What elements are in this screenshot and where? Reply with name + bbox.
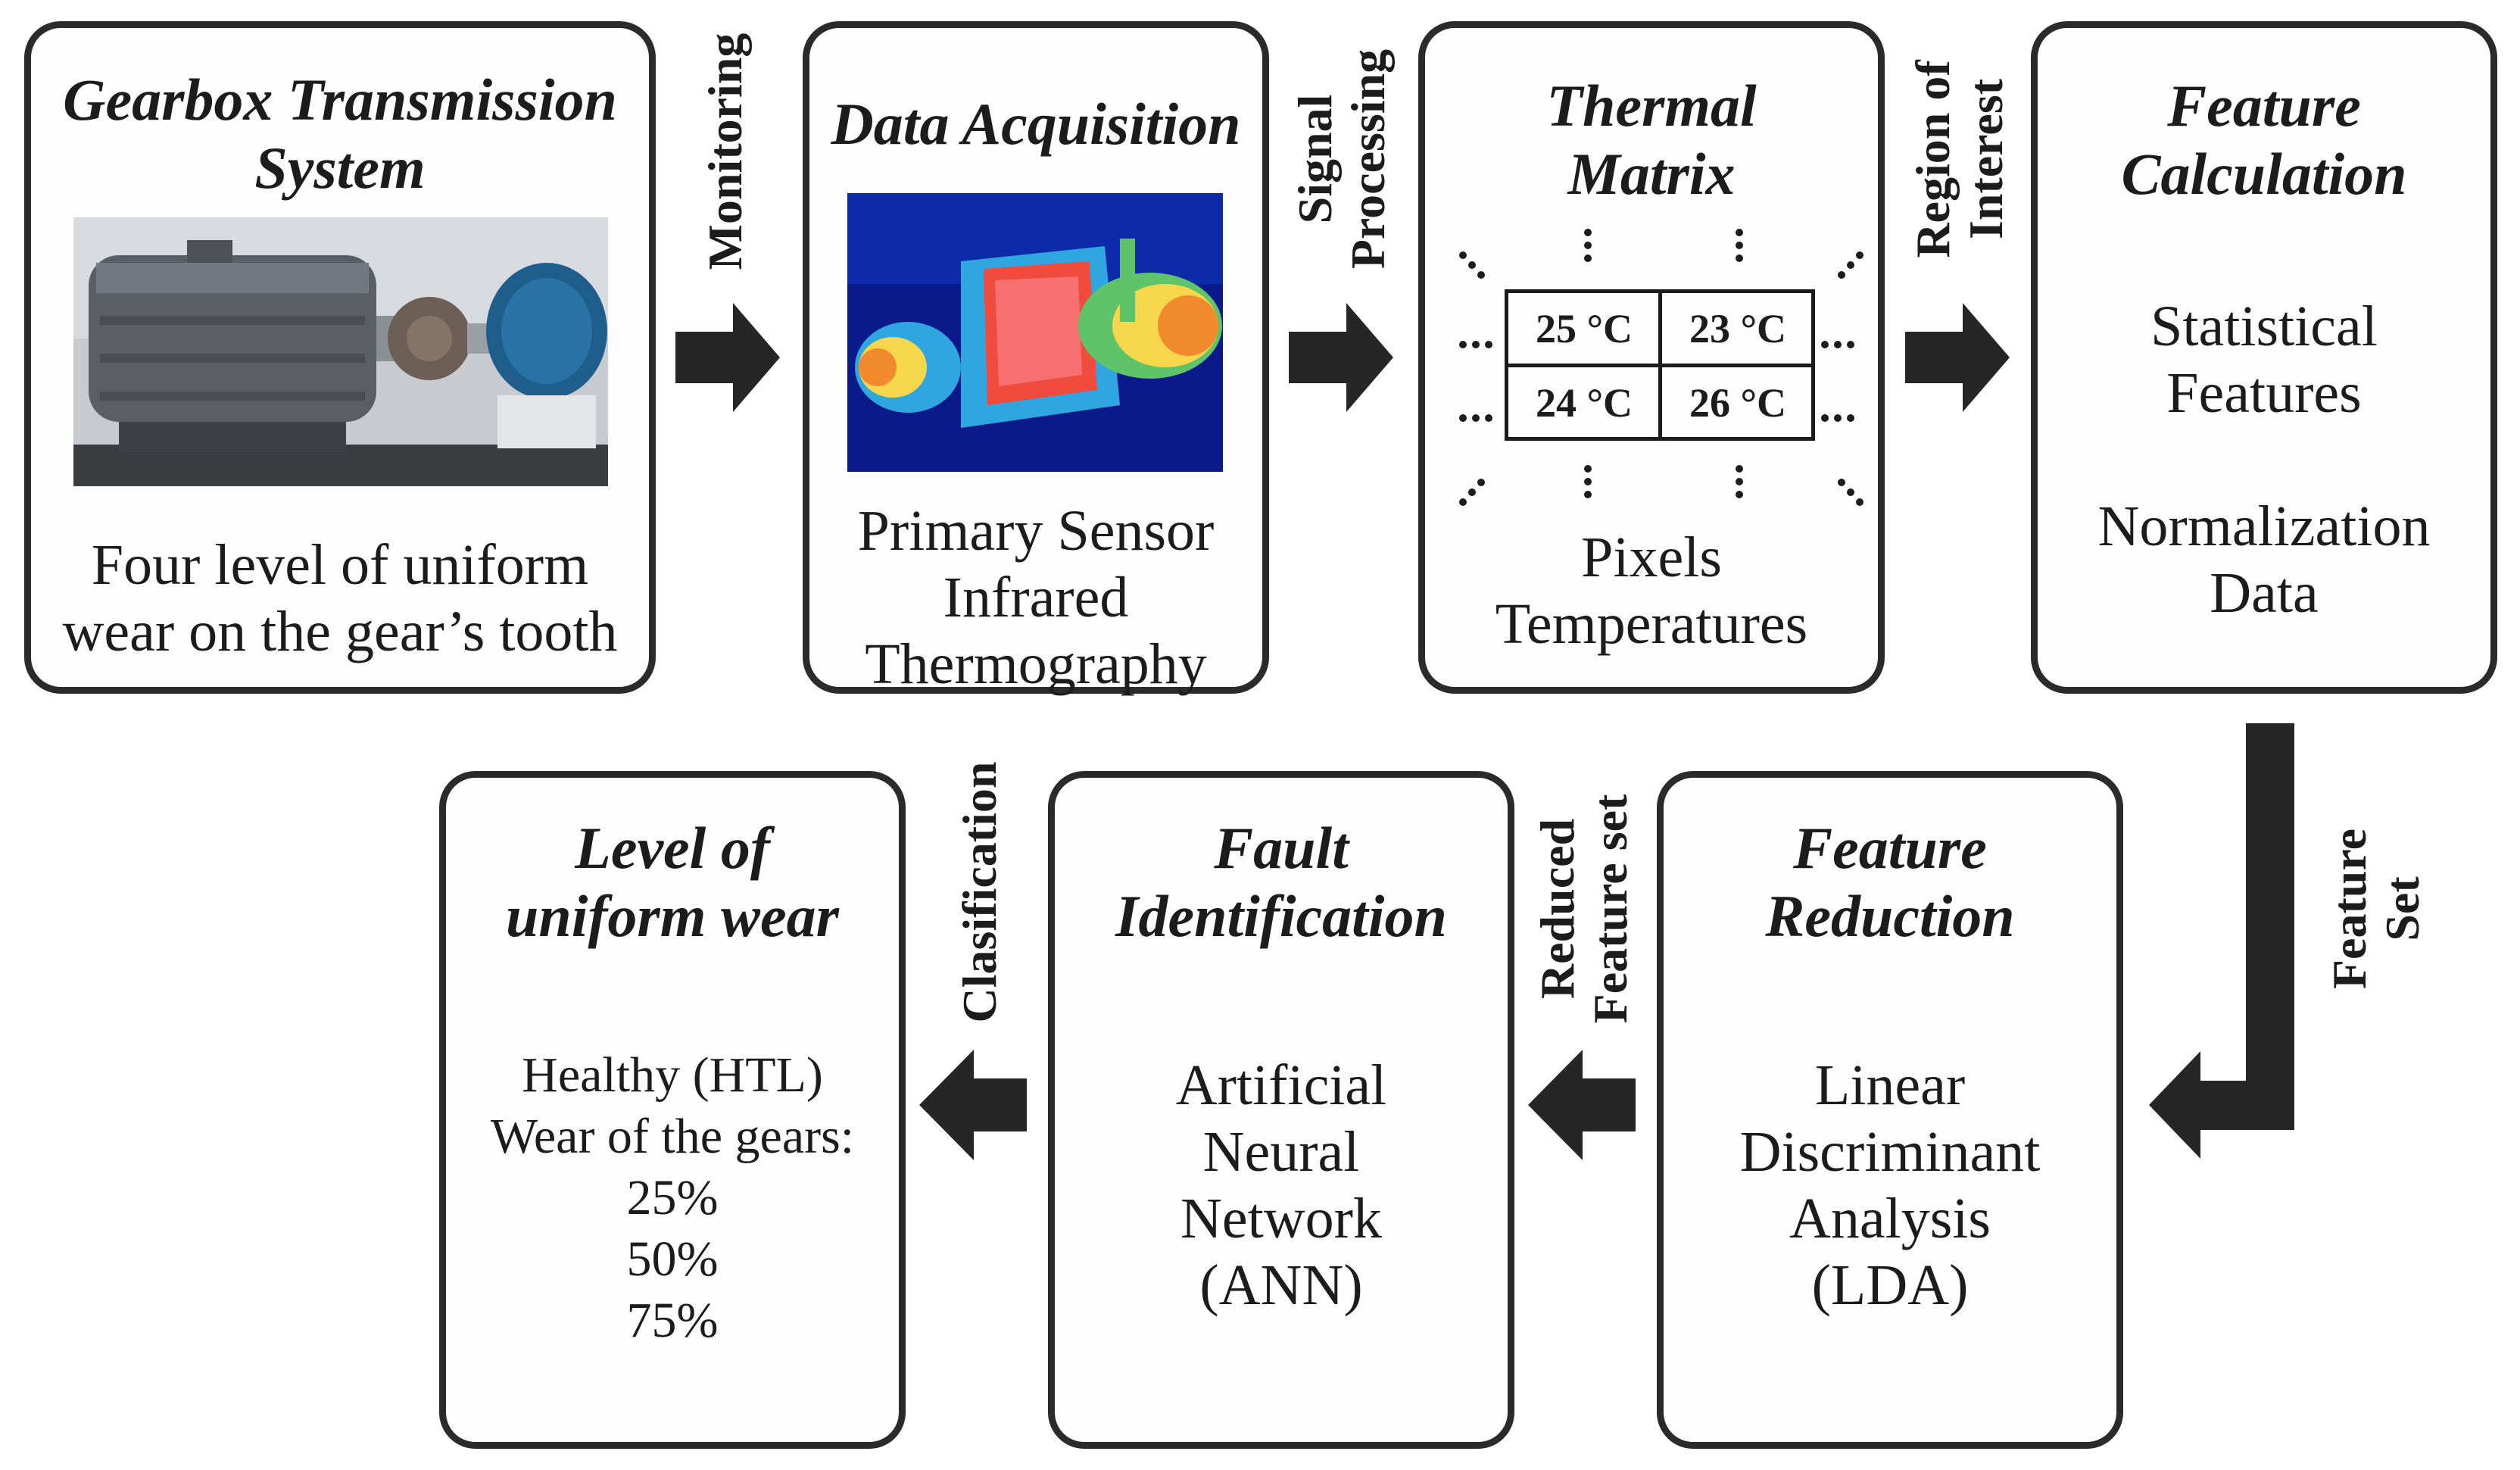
feature-calc-title-line-1: Feature (2167, 73, 2361, 139)
feature-set-label-line-1: Feature (2322, 828, 2376, 990)
motor-gearbox-photo-icon (73, 217, 608, 486)
matrix-cell: 23 °C (1689, 306, 1787, 351)
wear-desc-line-5: 75% (626, 1293, 719, 1348)
matrix-cell: 24 °C (1535, 380, 1633, 426)
monitoring-label: Monitoring (698, 33, 752, 270)
reduction-desc-line-2: Discriminant (1739, 1120, 2041, 1184)
wear-desc-line-2: Wear of the gears: (490, 1109, 855, 1164)
acquisition-desc-line-1: Primary Sensor (857, 499, 1215, 563)
fault-desc-line-3: Network (1180, 1187, 1382, 1250)
roi-label-line-2: Interest (1959, 78, 2013, 240)
fault-identification-box: Fault Identification Artificial Neural N… (1048, 771, 1514, 1449)
feature-set-label-line-2: Set (2375, 876, 2429, 941)
fault-desc-line-4: (ANN) (1199, 1253, 1363, 1317)
fault-desc-line-2: Neural (1202, 1120, 1360, 1184)
feature-reduction-description: Linear Discriminant Analysis (LDA) (1664, 1052, 2116, 1319)
reduced-label-line-1: Reduced (1530, 818, 1584, 1000)
thermal-title-line-1: Thermal (1546, 73, 1757, 139)
l-shaped-arrow-icon (2149, 723, 2294, 1159)
wear-title-line-1: Level of (575, 815, 770, 881)
feature-calculation-description: Statistical Features Normalization Data (2038, 293, 2490, 626)
right-arrow-icon (675, 303, 780, 412)
data-acquisition-box: Data Acquisition Primary Sensor Infrared… (803, 21, 1269, 696)
wear-desc-line-3: 25% (626, 1170, 719, 1225)
wear-desc-line-1: Healthy (HTL) (522, 1047, 823, 1103)
data-acquisition-title: Data Acquisition (809, 90, 1262, 158)
thermal-title-line-2: Matrix (1567, 141, 1736, 207)
matrix-cell: 26 °C (1689, 380, 1787, 426)
left-arrow-icon (919, 1050, 1027, 1160)
feature-calc-desc-line-2: Features (2166, 361, 2362, 425)
reduction-title-line-1: Feature (1793, 815, 1987, 881)
wear-desc-line-4: 50% (626, 1231, 719, 1287)
feature-calc-title-line-2: Calculation (2121, 141, 2407, 207)
gearbox-desc-line-2: wear on the gear’s tooth (62, 600, 618, 663)
acquisition-desc-line-3: Thermography (865, 632, 1207, 696)
wear-level-box: Level of uniform wear Healthy (HTL) Wear… (439, 771, 906, 1449)
feature-set-label: Feature Set (2322, 828, 2429, 990)
region-of-interest-label: Region of Interest (1906, 60, 2013, 258)
fault-title-line-2: Identification (1115, 883, 1447, 949)
reduction-title-line-2: Reduction (1765, 883, 2015, 949)
gearbox-title: Gearbox Transmission System (31, 66, 649, 202)
clasification-label-line-1: Clasification (953, 761, 1006, 1023)
matrix-cell: 25 °C (1535, 306, 1633, 351)
wear-level-title: Level of uniform wear (446, 814, 899, 950)
thermal-matrix-box: Thermal Matrix 25 °C 23 °C 24 °C 26 °C (1418, 21, 1885, 694)
right-arrow-icon (1905, 303, 2010, 412)
thermal-matrix-description: Pixels Temperatures (1425, 524, 1878, 657)
reduction-desc-line-1: Linear (1814, 1053, 1966, 1117)
gearbox-system-box: Gearbox Transmission System Four level o… (24, 21, 656, 694)
clasification-label: Clasification (953, 762, 1006, 1023)
signal-label-line-2: Processing (1341, 48, 1395, 270)
feature-calc-desc-line-4: Normalization (2097, 495, 2431, 558)
signal-label-line-1: Signal (1288, 94, 1342, 224)
monitoring-label-line-1: Monitoring (698, 33, 752, 270)
feature-calc-desc-line-5: Data (2210, 561, 2319, 625)
temperature-matrix: 25 °C 23 °C 24 °C 26 °C (1505, 289, 1815, 441)
signal-processing-label: Signal Processing (1288, 48, 1395, 270)
wear-title-line-2: uniform wear (506, 883, 839, 949)
feature-reduction-box: Feature Reduction Linear Discriminant An… (1657, 771, 2123, 1449)
fault-identification-description: Artificial Neural Network (ANN) (1055, 1052, 1508, 1319)
left-arrow-icon (1528, 1050, 1636, 1160)
reduction-desc-line-4: (LDA) (1811, 1253, 1969, 1317)
gearbox-desc-line-1: Four level of uniform (91, 533, 589, 597)
data-acquisition-description: Primary Sensor Infrared Thermography (809, 498, 1262, 698)
feature-calculation-box: Feature Calculation Statistical Features… (2031, 21, 2497, 694)
thermal-desc-line-1: Pixels (1581, 526, 1722, 589)
roi-label-line-1: Region of (1906, 60, 1960, 258)
fault-desc-line-1: Artificial (1175, 1053, 1387, 1117)
feature-calc-desc-line-1: Statistical (2150, 295, 2378, 358)
reduction-desc-line-3: Analysis (1789, 1187, 1991, 1250)
fault-title-line-1: Fault (1214, 815, 1349, 881)
gearbox-description: Four level of uniform wear on the gear’s… (31, 532, 649, 665)
thermal-matrix-title: Thermal Matrix (1425, 72, 1878, 208)
thermal-desc-line-2: Temperatures (1495, 592, 1808, 656)
gearbox-title-line-2: System (254, 135, 426, 201)
right-arrow-icon (1289, 303, 1393, 412)
feature-reduction-title: Feature Reduction (1664, 814, 2116, 950)
gearbox-title-line-1: Gearbox Transmission (63, 67, 617, 133)
fault-identification-title: Fault Identification (1055, 814, 1508, 950)
wear-level-description: Healthy (HTL) Wear of the gears: 25% 50%… (446, 1044, 899, 1351)
reduced-label-line-2: Feature set (1583, 794, 1637, 1024)
infrared-thermography-image-icon (847, 193, 1223, 472)
acquisition-desc-line-2: Infrared (943, 566, 1129, 629)
matrix-ellipsis-dots-icon (1459, 229, 1863, 506)
feature-calculation-title: Feature Calculation (2038, 72, 2490, 208)
data-acquisition-title-line-1: Data Acquisition (831, 91, 1241, 157)
reduced-feature-set-label: Reduced Feature set (1530, 794, 1637, 1024)
